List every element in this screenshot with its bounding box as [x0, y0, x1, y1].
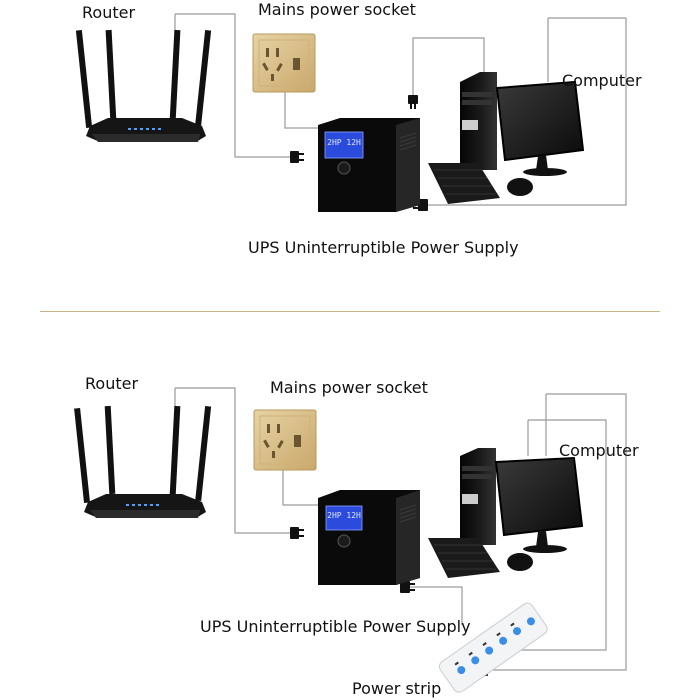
panel-bottom: 2HP 12H	[74, 387, 627, 693]
router-device	[75, 29, 212, 142]
computer-label: Computer	[562, 71, 642, 90]
socket-label: Mains power socket	[270, 378, 428, 397]
ups-label: UPS Uninterruptible Power Supply	[248, 238, 519, 257]
computer-device	[428, 72, 585, 204]
power-strip-device	[438, 602, 548, 693]
ups-device: 2HP 12H	[318, 490, 420, 585]
ups-lcd-text: 2HP 12H	[327, 138, 361, 147]
router-device	[74, 405, 212, 518]
plug-icon	[290, 527, 304, 539]
wires-bottom	[174, 387, 627, 671]
plug-icon	[400, 581, 415, 593]
power-strip-label: Power strip	[352, 679, 442, 698]
plug-icon	[408, 95, 418, 109]
ups-label: UPS Uninterruptible Power Supply	[200, 617, 471, 636]
plug-icon	[290, 151, 304, 163]
computer-label: Computer	[559, 441, 639, 460]
router-label: Router	[85, 374, 139, 393]
ups-device: 2HP 12H	[318, 118, 420, 212]
socket-label: Mains power socket	[258, 0, 416, 19]
mains-socket	[252, 33, 316, 93]
ups-lcd-text: 2HP 12H	[327, 511, 361, 520]
panel-top: 2HP 12H	[75, 13, 627, 212]
section-divider	[40, 311, 660, 312]
router-label: Router	[82, 3, 136, 22]
computer-device	[428, 448, 584, 578]
mains-socket	[253, 409, 317, 471]
